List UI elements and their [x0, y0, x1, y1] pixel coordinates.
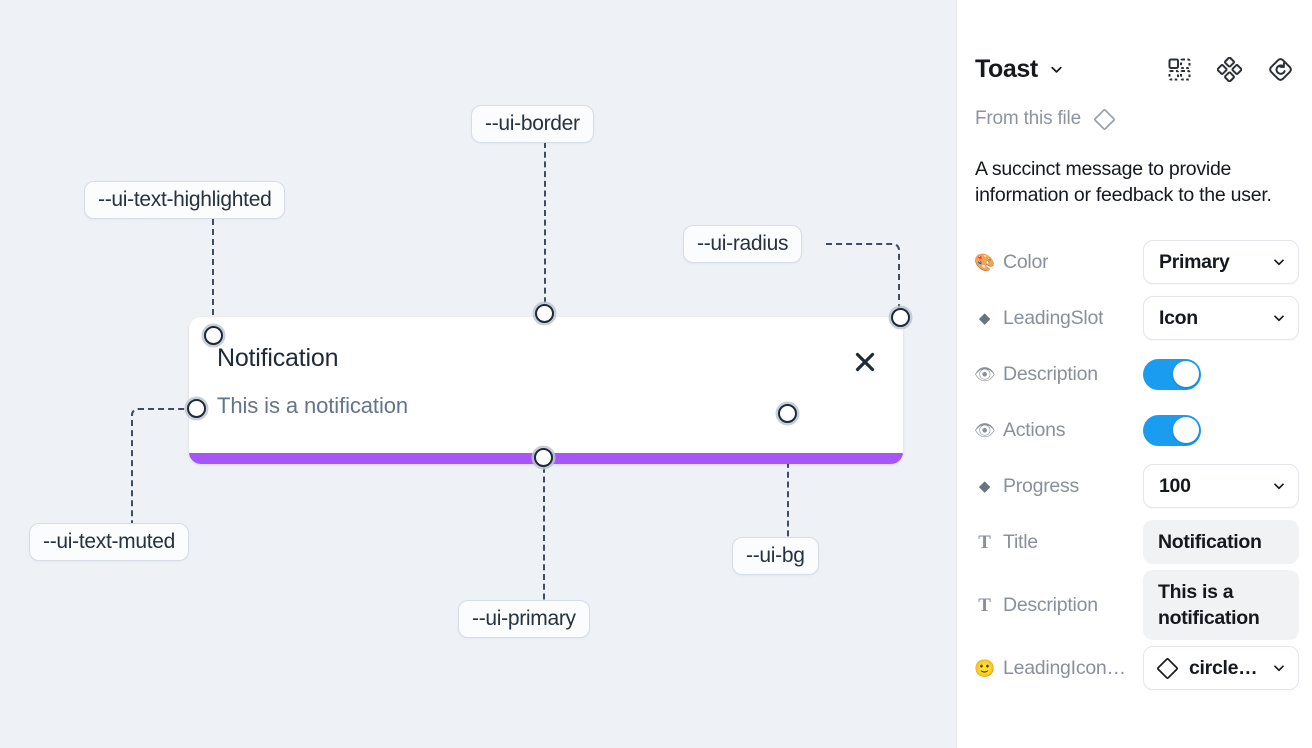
diamond-icon: ◆ [978, 477, 991, 495]
toggle-knob [1172, 361, 1199, 387]
chevron-down-icon [1272, 255, 1286, 269]
anchor-ui-text-highlighted[interactable] [204, 326, 223, 345]
property-label-text: Title [1003, 530, 1038, 553]
anchor-ui-bg[interactable] [778, 404, 797, 423]
property-label-color: 🎨 Color [975, 251, 1143, 274]
chevron-down-icon[interactable] [1049, 62, 1064, 77]
color-select[interactable]: Primary [1143, 240, 1299, 284]
header-icon-group [1167, 56, 1294, 83]
callout-ui-border[interactable]: --ui-border [471, 105, 594, 143]
anchor-ui-radius[interactable] [891, 308, 910, 327]
description-input[interactable]: This is a notification [1143, 570, 1299, 640]
toast-title: Notification [217, 344, 339, 372]
title-input[interactable]: Notification [1143, 520, 1299, 564]
panel-header: Toast [975, 42, 1294, 96]
close-icon[interactable] [850, 347, 880, 377]
palette-emoji: 🎨 [975, 252, 995, 272]
component-icon[interactable] [1217, 56, 1242, 82]
progress-select[interactable]: 100 [1143, 464, 1299, 508]
diamond-icon [1092, 107, 1117, 132]
reset-instance-icon[interactable] [1267, 56, 1294, 83]
description-toggle[interactable] [1143, 358, 1201, 390]
property-label-text: LeadingIcon… [1003, 656, 1126, 679]
property-label-leadingicon: 🙂 LeadingIcon… [975, 657, 1143, 680]
toggle-knob [1172, 417, 1199, 443]
from-this-file-row[interactable]: From this file [975, 104, 1294, 134]
from-this-file-label: From this file [975, 108, 1081, 129]
diamond-icon [1155, 656, 1180, 681]
connector-ui-border [544, 142, 546, 313]
property-row-actions-toggle: 👁 Actions [975, 402, 1294, 458]
callout-ui-text-highlighted[interactable]: --ui-text-highlighted [84, 181, 286, 219]
component-description: A succinct message to provide informatio… [975, 158, 1272, 206]
smiley-emoji: 🙂 [975, 658, 995, 678]
property-label-progress: ◆ Progress [975, 475, 1143, 498]
connector-ui-text-muted [131, 408, 196, 542]
property-row-title: T Title Notification [975, 514, 1299, 570]
leadingicon-select-value: circle… [1189, 656, 1258, 679]
property-label-description: 👁 Description [975, 363, 1143, 386]
actions-toggle[interactable] [1143, 414, 1201, 446]
anchor-ui-border[interactable] [535, 304, 554, 323]
property-row-description-toggle: 👁 Description [975, 346, 1294, 402]
chevron-down-icon [1272, 661, 1286, 675]
property-row-color: 🎨 Color Primary [975, 234, 1299, 290]
color-select-value: Primary [1159, 250, 1230, 273]
property-label-title: T Title [975, 531, 1143, 554]
chevron-down-icon [1272, 479, 1286, 493]
callout-ui-text-muted[interactable]: --ui-text-muted [29, 523, 190, 561]
component-set-icon[interactable] [1167, 57, 1192, 82]
toast-component[interactable]: Notification This is a notification [189, 317, 903, 464]
property-label-text: LeadingSlot [1003, 306, 1104, 329]
page-title: Toast [975, 54, 1038, 83]
property-label-text: Description [1003, 362, 1098, 385]
property-label-text: Actions [1003, 418, 1066, 441]
property-row-leadingicon: 🙂 LeadingIcon… circle… [975, 640, 1299, 696]
callout-ui-radius[interactable]: --ui-radius [683, 225, 803, 263]
text-icon: T [978, 531, 991, 553]
anchor-ui-text-muted[interactable] [187, 399, 206, 418]
property-label-description-text: T Description [975, 594, 1143, 617]
property-row-leadingslot: ◆ LeadingSlot Icon [975, 290, 1299, 346]
design-canvas[interactable]: Notification This is a notification --ui… [0, 0, 956, 748]
property-list: 🎨 Color Primary [975, 234, 1299, 696]
diamond-icon: ◆ [978, 309, 991, 327]
progress-select-value: 100 [1159, 474, 1191, 497]
connector-ui-primary [543, 457, 545, 619]
leadingslot-select[interactable]: Icon [1143, 296, 1299, 340]
connector-ui-radius [826, 243, 900, 318]
chevron-down-icon [1272, 311, 1286, 325]
property-label-text: Progress [1003, 474, 1080, 497]
property-label-text: Description [1003, 593, 1098, 616]
callout-ui-primary[interactable]: --ui-primary [458, 600, 590, 638]
toast-description: This is a notification [217, 393, 408, 418]
properties-panel: Toast [956, 0, 1312, 748]
property-label-text: Color [1003, 250, 1049, 273]
property-label-actions: 👁 Actions [975, 419, 1143, 442]
property-row-description-text: T Description This is a notification [975, 570, 1299, 640]
eye-emoji: 👁 [975, 364, 996, 384]
callout-ui-bg[interactable]: --ui-bg [732, 537, 819, 575]
anchor-ui-primary[interactable] [534, 448, 553, 467]
property-label-leadingslot: ◆ LeadingSlot [975, 307, 1143, 330]
text-icon: T [978, 594, 991, 616]
leadingslot-select-value: Icon [1159, 306, 1198, 329]
leadingicon-select[interactable]: circle… [1143, 646, 1299, 690]
eye-emoji: 👁 [975, 420, 996, 440]
property-row-progress: ◆ Progress 100 [975, 458, 1299, 514]
